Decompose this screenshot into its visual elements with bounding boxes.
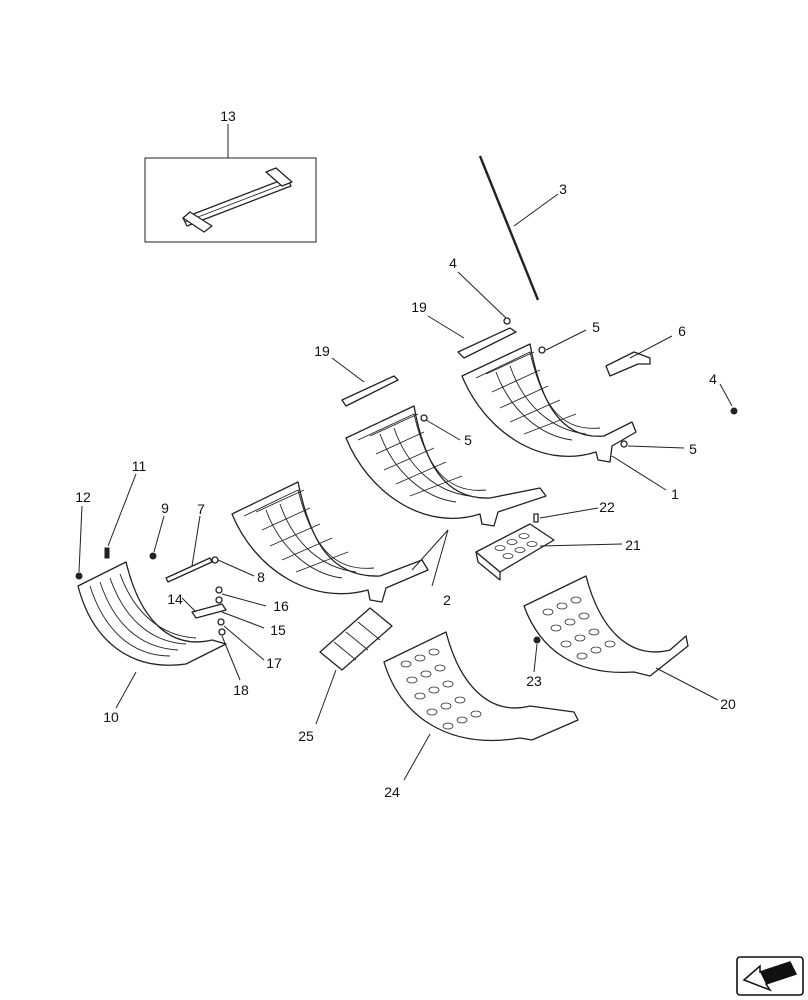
callout-11: 11 [132,458,147,474]
part-17-nut [217,618,225,626]
callout-19-left: 19 [314,343,330,359]
callout-9: 9 [161,500,169,516]
callout-1: 1 [671,486,679,502]
part-5-nut-c [620,440,628,448]
callout-2: 2 [443,592,451,608]
part-21-grate [475,523,555,581]
callout-8: 8 [257,569,265,585]
callout-5-b: 5 [464,432,472,448]
callout-16: 16 [273,598,289,614]
part-2-concave-front [231,481,429,603]
callout-labels: 13 3 4 19 5 6 19 4 5 5 1 11 12 9 7 22 21… [75,108,736,800]
callout-14: 14 [167,591,183,607]
part-11-bolt [104,547,110,559]
callout-15: 15 [270,622,286,638]
callout-12: 12 [75,489,91,505]
part-19-strip-top [457,327,517,359]
callout-21: 21 [625,537,641,553]
part-14-plate [191,603,227,619]
part-12-nut [75,572,83,580]
callout-10: 10 [103,709,119,725]
callout-4-right: 4 [709,371,717,387]
part-22-bolt [533,513,539,523]
part-6-bracket [605,351,651,377]
part-8-nut [211,556,219,564]
part-9-nut [149,552,157,560]
callout-24: 24 [384,784,400,800]
part-16-washer [215,596,223,604]
callout-22: 22 [599,499,615,515]
part-4-nut-right [730,407,738,415]
callout-23: 23 [526,673,542,689]
callout-25: 25 [298,728,314,744]
callout-5-c: 5 [689,441,697,457]
callout-3: 3 [559,181,567,197]
callout-13: 13 [220,108,236,124]
part-5-nut-a [538,346,546,354]
callout-17: 17 [266,655,282,671]
callout-18: 18 [233,682,249,698]
part-4-nut-top [503,317,511,325]
part-7-bar [165,557,213,583]
part-13-inset [144,157,317,243]
callout-7: 7 [197,501,205,517]
part-3-rod [478,155,540,301]
callout-5-a: 5 [592,319,600,335]
part-25-plate [319,607,393,671]
callout-20: 20 [720,696,736,712]
callout-6: 6 [678,323,686,339]
part-24-concave [383,631,579,742]
part-16-bolt [215,586,223,594]
part-2-concave-middle [345,405,547,527]
part-10-grate [77,561,227,666]
part-20-concave [523,575,689,677]
part-19-strip-left [341,375,399,407]
part-23-nut [533,636,541,644]
callout-4-top: 4 [449,255,457,271]
part-1-concave [461,343,637,463]
part-5-nut-b [420,414,428,422]
callout-19-top: 19 [411,299,427,315]
part-18-nut [218,628,226,636]
next-page-arrow-icon[interactable] [736,956,804,996]
leader-lines [78,124,733,781]
